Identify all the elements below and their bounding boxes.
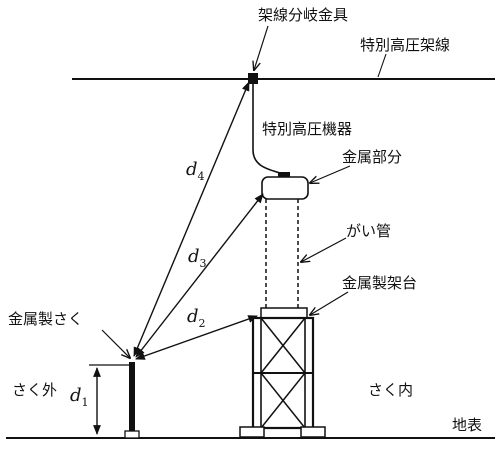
metal-stand (239, 316, 326, 438)
label-metal-stand: 金属製架台 (342, 274, 417, 292)
label-d3: d3 (188, 246, 207, 270)
label-bushing: がい管 (346, 222, 391, 240)
label-inside-fence: さく内 (368, 381, 413, 399)
leader-metal-fence (101, 329, 130, 358)
label-d4: d4 (186, 159, 205, 183)
distance-line-d3 (135, 193, 264, 358)
leader-metal-stand (310, 291, 349, 315)
label-metal-part: 金属部分 (342, 148, 402, 166)
fence-post (129, 362, 135, 432)
leader-metal-part (310, 165, 351, 183)
label-metal-fence: 金属製さく (8, 310, 83, 328)
label-branch-fitting: 架線分岐金具 (258, 6, 348, 24)
label-d2: d2 (187, 306, 206, 330)
label-overhead-line: 特別高圧架線 (360, 36, 450, 54)
metal-part (261, 176, 309, 200)
label-equipment: 特別高圧機器 (262, 120, 352, 138)
distance-line-d4 (133, 81, 250, 357)
bushing-flange (260, 307, 308, 319)
branch-fitting (248, 73, 258, 84)
label-d1: d1 (70, 385, 89, 409)
label-outside-fence: さく外 (12, 381, 57, 399)
terminal-cap (278, 172, 290, 178)
leader-bushing (301, 237, 347, 262)
leader-overhead-line (377, 53, 387, 78)
label-ground-surface: 地表 (452, 416, 482, 434)
fence-footing (124, 430, 140, 439)
leader-branch-fitting (254, 25, 269, 70)
